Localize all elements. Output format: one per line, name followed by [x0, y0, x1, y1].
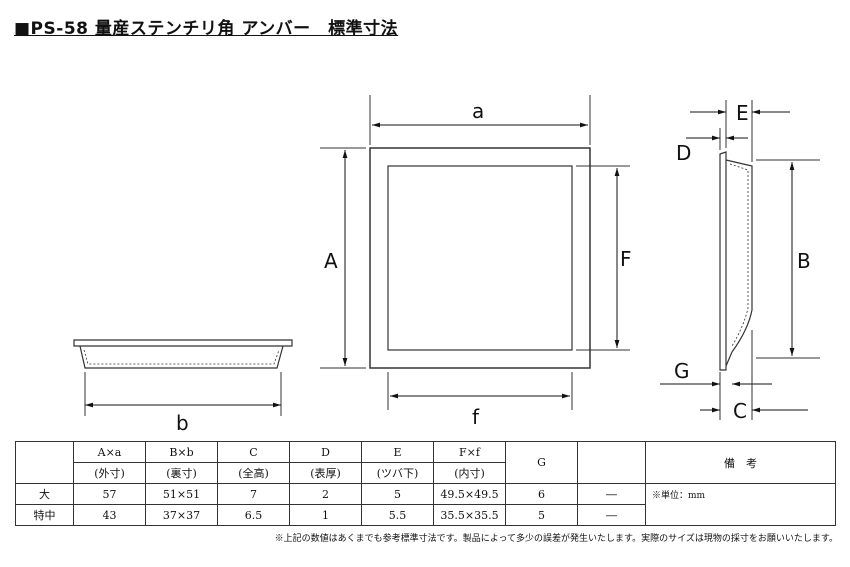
dimension-B: B: [756, 159, 820, 359]
front-view-square: [369, 147, 591, 369]
cell: 5: [361, 483, 434, 505]
header-corner: [15, 441, 74, 484]
cell: 5: [505, 504, 578, 526]
dimension-f: f: [387, 372, 573, 429]
label-G: G: [674, 359, 690, 383]
cell: ―: [577, 504, 646, 526]
cell: 57: [73, 483, 146, 505]
cell: 6.5: [217, 504, 290, 526]
cell: 7: [217, 483, 290, 505]
label-E: E: [736, 101, 749, 125]
label-f: f: [472, 405, 480, 429]
header-top: A×a: [73, 441, 146, 463]
header-top: F×f: [433, 441, 506, 463]
table-row: 特中 43 37×37 6.5 1 5.5 35.5×35.5 5 ―: [15, 504, 836, 526]
cell: 2: [289, 483, 362, 505]
header-remarks: 備 考: [645, 441, 836, 484]
header-top: D: [289, 441, 362, 463]
section-view: [719, 151, 753, 371]
header-sub: (表厚): [289, 462, 362, 484]
label-B: B: [797, 249, 811, 273]
page-title: ■PS-58 量産ステンチリ角 アンバー 標準寸法: [14, 19, 399, 39]
dimension-E: E: [690, 100, 790, 162]
row-name: 特中: [15, 504, 74, 526]
label-F: F: [620, 247, 632, 271]
footnote: ※上記の数値はあくまでも参考標準寸法です。製品によって多少の誤差が発生いたします…: [274, 534, 838, 544]
cell: 37×37: [145, 504, 218, 526]
cell: 49.5×49.5: [433, 483, 506, 505]
dimension-A: A: [320, 147, 366, 369]
header-top: B×b: [145, 441, 218, 463]
label-b: b: [176, 411, 189, 435]
cell: ―: [577, 483, 646, 505]
cell: 1: [289, 504, 362, 526]
header-sub: (ツバ下): [361, 462, 434, 484]
header-sub: (全高): [217, 462, 290, 484]
spec-table: A×a B×b C D E F×f G 備 考 (外寸) (裏寸) (全高) (…: [15, 441, 836, 526]
label-D: D: [676, 141, 691, 165]
header-sub: (外寸): [73, 462, 146, 484]
cell: 5.5: [361, 504, 434, 526]
label-A: A: [324, 249, 338, 273]
dimension-C: C: [700, 330, 808, 423]
cell: 43: [73, 504, 146, 526]
dimension-drawing: b a A F f E: [73, 95, 820, 435]
dimension-G: G: [660, 359, 772, 420]
cell: 6: [505, 483, 578, 505]
dimension-F: F: [576, 165, 632, 351]
side-view-tray: [73, 339, 293, 369]
header-top: E: [361, 441, 434, 463]
header-G: G: [505, 441, 578, 484]
header-top: C: [217, 441, 290, 463]
cell: 51×51: [145, 483, 218, 505]
header-sub: (内寸): [433, 462, 506, 484]
row-name: 大: [15, 483, 74, 505]
label-a: a: [472, 99, 484, 123]
cell: 35.5×35.5: [433, 504, 506, 526]
dimension-D: D: [676, 128, 748, 165]
header-blank: [577, 441, 646, 484]
table-row: 大 57 51×51 7 2 5 49.5×49.5 6 ― ※単位：mm: [15, 483, 836, 526]
remark-unit: ※単位：mm: [645, 483, 836, 526]
header-sub: (裏寸): [145, 462, 218, 484]
label-C: C: [733, 399, 747, 423]
dimension-a: a: [369, 95, 591, 145]
dimension-b: b: [84, 372, 282, 435]
